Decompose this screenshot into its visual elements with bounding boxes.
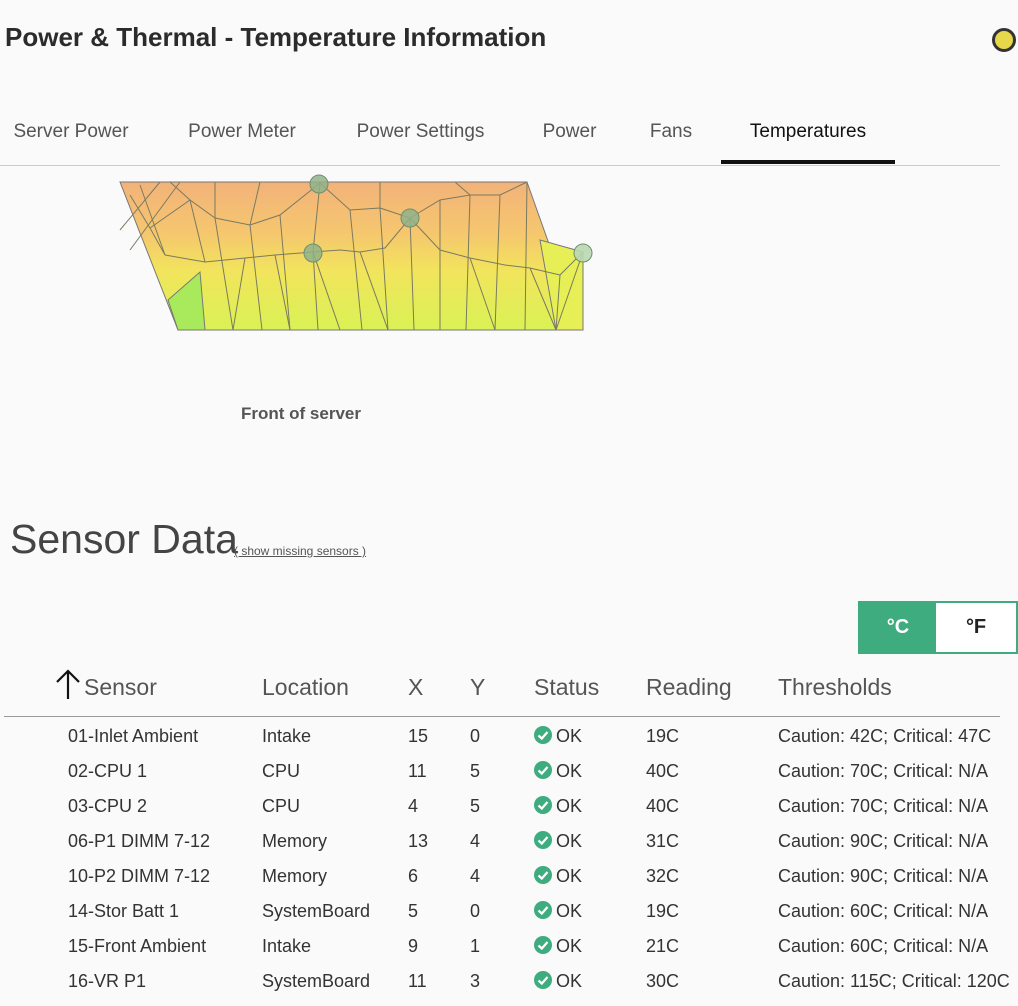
status-text: OK (556, 761, 583, 781)
heatmap-label: Front of server (241, 404, 361, 423)
status-text: OK (556, 831, 583, 851)
sensor-x: 6 (408, 866, 419, 886)
sensor-location: CPU (262, 761, 301, 781)
sensor-y: 1 (470, 936, 481, 956)
status-ok-icon (534, 761, 552, 779)
fahrenheit-button[interactable]: °F (965, 616, 987, 638)
status-text: OK (556, 901, 583, 921)
sensor-reading: 19C (646, 726, 680, 746)
sensor-thresholds: Caution: 70C; Critical: N/A (778, 761, 989, 781)
sensor-name: 06-P1 DIMM 7-12 (68, 831, 211, 851)
sensor-y: 0 (470, 726, 481, 746)
sensor-y: 5 (470, 761, 481, 781)
column-header-y[interactable]: Y (470, 674, 486, 700)
sensor-name: 16-VR P1 (68, 971, 147, 991)
column-header-status[interactable]: Status (534, 674, 600, 700)
column-header-x[interactable]: X (408, 674, 424, 700)
tab-server-power[interactable]: Server Power (13, 121, 129, 142)
sensor-x: 11 (408, 971, 427, 991)
status-ok-icon (534, 726, 552, 744)
status-ok-icon (534, 866, 552, 884)
sensor-thresholds: Caution: 70C; Critical: N/A (778, 796, 989, 816)
table-row[interactable]: 16-VR P1 SystemBoard 11 3 OK 30C Caution: 115C… (0, 971, 1010, 1006)
sensor-thresholds: Caution: 90C; Critical: N/A (778, 831, 989, 851)
sensor-location: Memory (262, 831, 328, 851)
status-ok-icon (534, 971, 552, 989)
table-row[interactable]: 10-P2 DIMM 7-12 Memory 6 4 OK 32C Caution: 90C… (0, 866, 1000, 901)
user-avatar-icon[interactable] (992, 28, 1016, 52)
tab-temperatures[interactable]: Temperatures (721, 100, 895, 164)
sensor-name: 02-CPU 1 (68, 761, 148, 781)
status-ok-icon (534, 831, 552, 849)
sensor-name: 01-Inlet Ambient (68, 726, 199, 746)
sensor-name: 10-P2 DIMM 7-12 (68, 866, 211, 886)
table-row[interactable]: 02-CPU 1 CPU 11 5 OK 40C Caution: 70C; Critica… (0, 761, 1000, 796)
sensor-x: 11 (408, 761, 427, 781)
status-text: OK (556, 726, 583, 746)
table-row[interactable]: 15-Front Ambient Intake 9 1 OK 21C Caution: 60… (0, 936, 1000, 971)
table-row[interactable]: 01-Inlet Ambient Intake 15 0 OK 19C Caution: 4… (0, 726, 1000, 761)
sensor-x: 4 (408, 796, 419, 816)
sensor-thresholds: Caution: 115C; Critical: 120C (778, 971, 1010, 991)
sensor-name: 15-Front Ambient (68, 936, 207, 956)
table-header-divider (4, 716, 1000, 717)
sensor-y: 3 (470, 971, 481, 991)
sensor-location: SystemBoard (262, 971, 371, 991)
sensor-reading: 32C (646, 866, 680, 886)
column-header-reading[interactable]: Reading (646, 674, 732, 700)
sensor-y: 4 (470, 866, 481, 886)
sensor-location: Intake (262, 936, 312, 956)
status-ok-icon (534, 901, 552, 919)
temperature-heatmap (119, 174, 593, 331)
table-row[interactable]: 06-P1 DIMM 7-12 Memory 13 4 OK 31C Caution: 90… (0, 831, 1000, 866)
tab-power[interactable]: Power (542, 121, 597, 142)
show-missing-sensors-link[interactable]: ( show missing sensors ) (234, 544, 367, 558)
tab-power-meter[interactable]: Power Meter (188, 121, 296, 142)
sensor-reading: 30C (646, 971, 680, 991)
table-row[interactable]: 03-CPU 2 CPU 4 5 OK 40C Caution: 70C; Critical… (0, 796, 1000, 831)
sensor-location: Intake (262, 726, 312, 746)
sensor-location: Memory (262, 866, 328, 886)
status-text: OK (556, 866, 583, 886)
sensor-data-heading: Sensor Data (10, 516, 238, 562)
page-title: Power & Thermal - Temperature Informatio… (5, 22, 547, 52)
sensor-y: 5 (470, 796, 481, 816)
table-row[interactable]: 14-Stor Batt 1 SystemBoard 5 0 OK 19C Caution:… (0, 901, 1000, 936)
sensor-reading: 40C (646, 796, 680, 816)
sensor-y: 0 (470, 901, 481, 921)
sensor-x: 5 (408, 901, 419, 921)
sensor-thresholds: Caution: 60C; Critical: N/A (778, 936, 989, 956)
sensor-name: 14-Stor Batt 1 (68, 901, 180, 921)
sensor-reading: 31C (646, 831, 680, 851)
sensor-thresholds: Caution: 60C; Critical: N/A (778, 901, 989, 921)
sensor-location: CPU (262, 796, 301, 816)
column-header-sensor[interactable]: Sensor (84, 674, 157, 700)
status-text: OK (556, 936, 583, 956)
sensor-thresholds: Caution: 90C; Critical: N/A (778, 866, 989, 886)
status-text: OK (556, 796, 583, 816)
sensor-x: 15 (408, 726, 429, 746)
column-header-thresholds[interactable]: Thresholds (778, 674, 892, 700)
sensor-reading: 40C (646, 761, 680, 781)
sensor-x: 9 (408, 936, 419, 956)
sensor-reading: 19C (646, 901, 680, 921)
celsius-button[interactable]: °C (860, 603, 936, 652)
sensor-thresholds: Caution: 42C; Critical: 47C (778, 726, 992, 746)
tab-fans[interactable]: Fans (649, 121, 693, 142)
sensor-location: SystemBoard (262, 901, 371, 921)
tab-bar: Server Power Power Meter Power Settings … (0, 100, 1000, 166)
tab-power-settings[interactable]: Power Settings (356, 121, 485, 142)
status-ok-icon (534, 796, 552, 814)
status-ok-icon (534, 936, 552, 954)
sensor-name: 03-CPU 2 (68, 796, 148, 816)
sensor-y: 4 (470, 831, 481, 851)
sensor-x: 13 (408, 831, 429, 851)
sort-ascending-icon[interactable] (54, 668, 82, 700)
status-text: OK (556, 971, 583, 991)
temperature-unit-toggle: °C °F (858, 601, 1018, 654)
sensor-reading: 21C (646, 936, 680, 956)
column-header-location[interactable]: Location (262, 674, 349, 700)
